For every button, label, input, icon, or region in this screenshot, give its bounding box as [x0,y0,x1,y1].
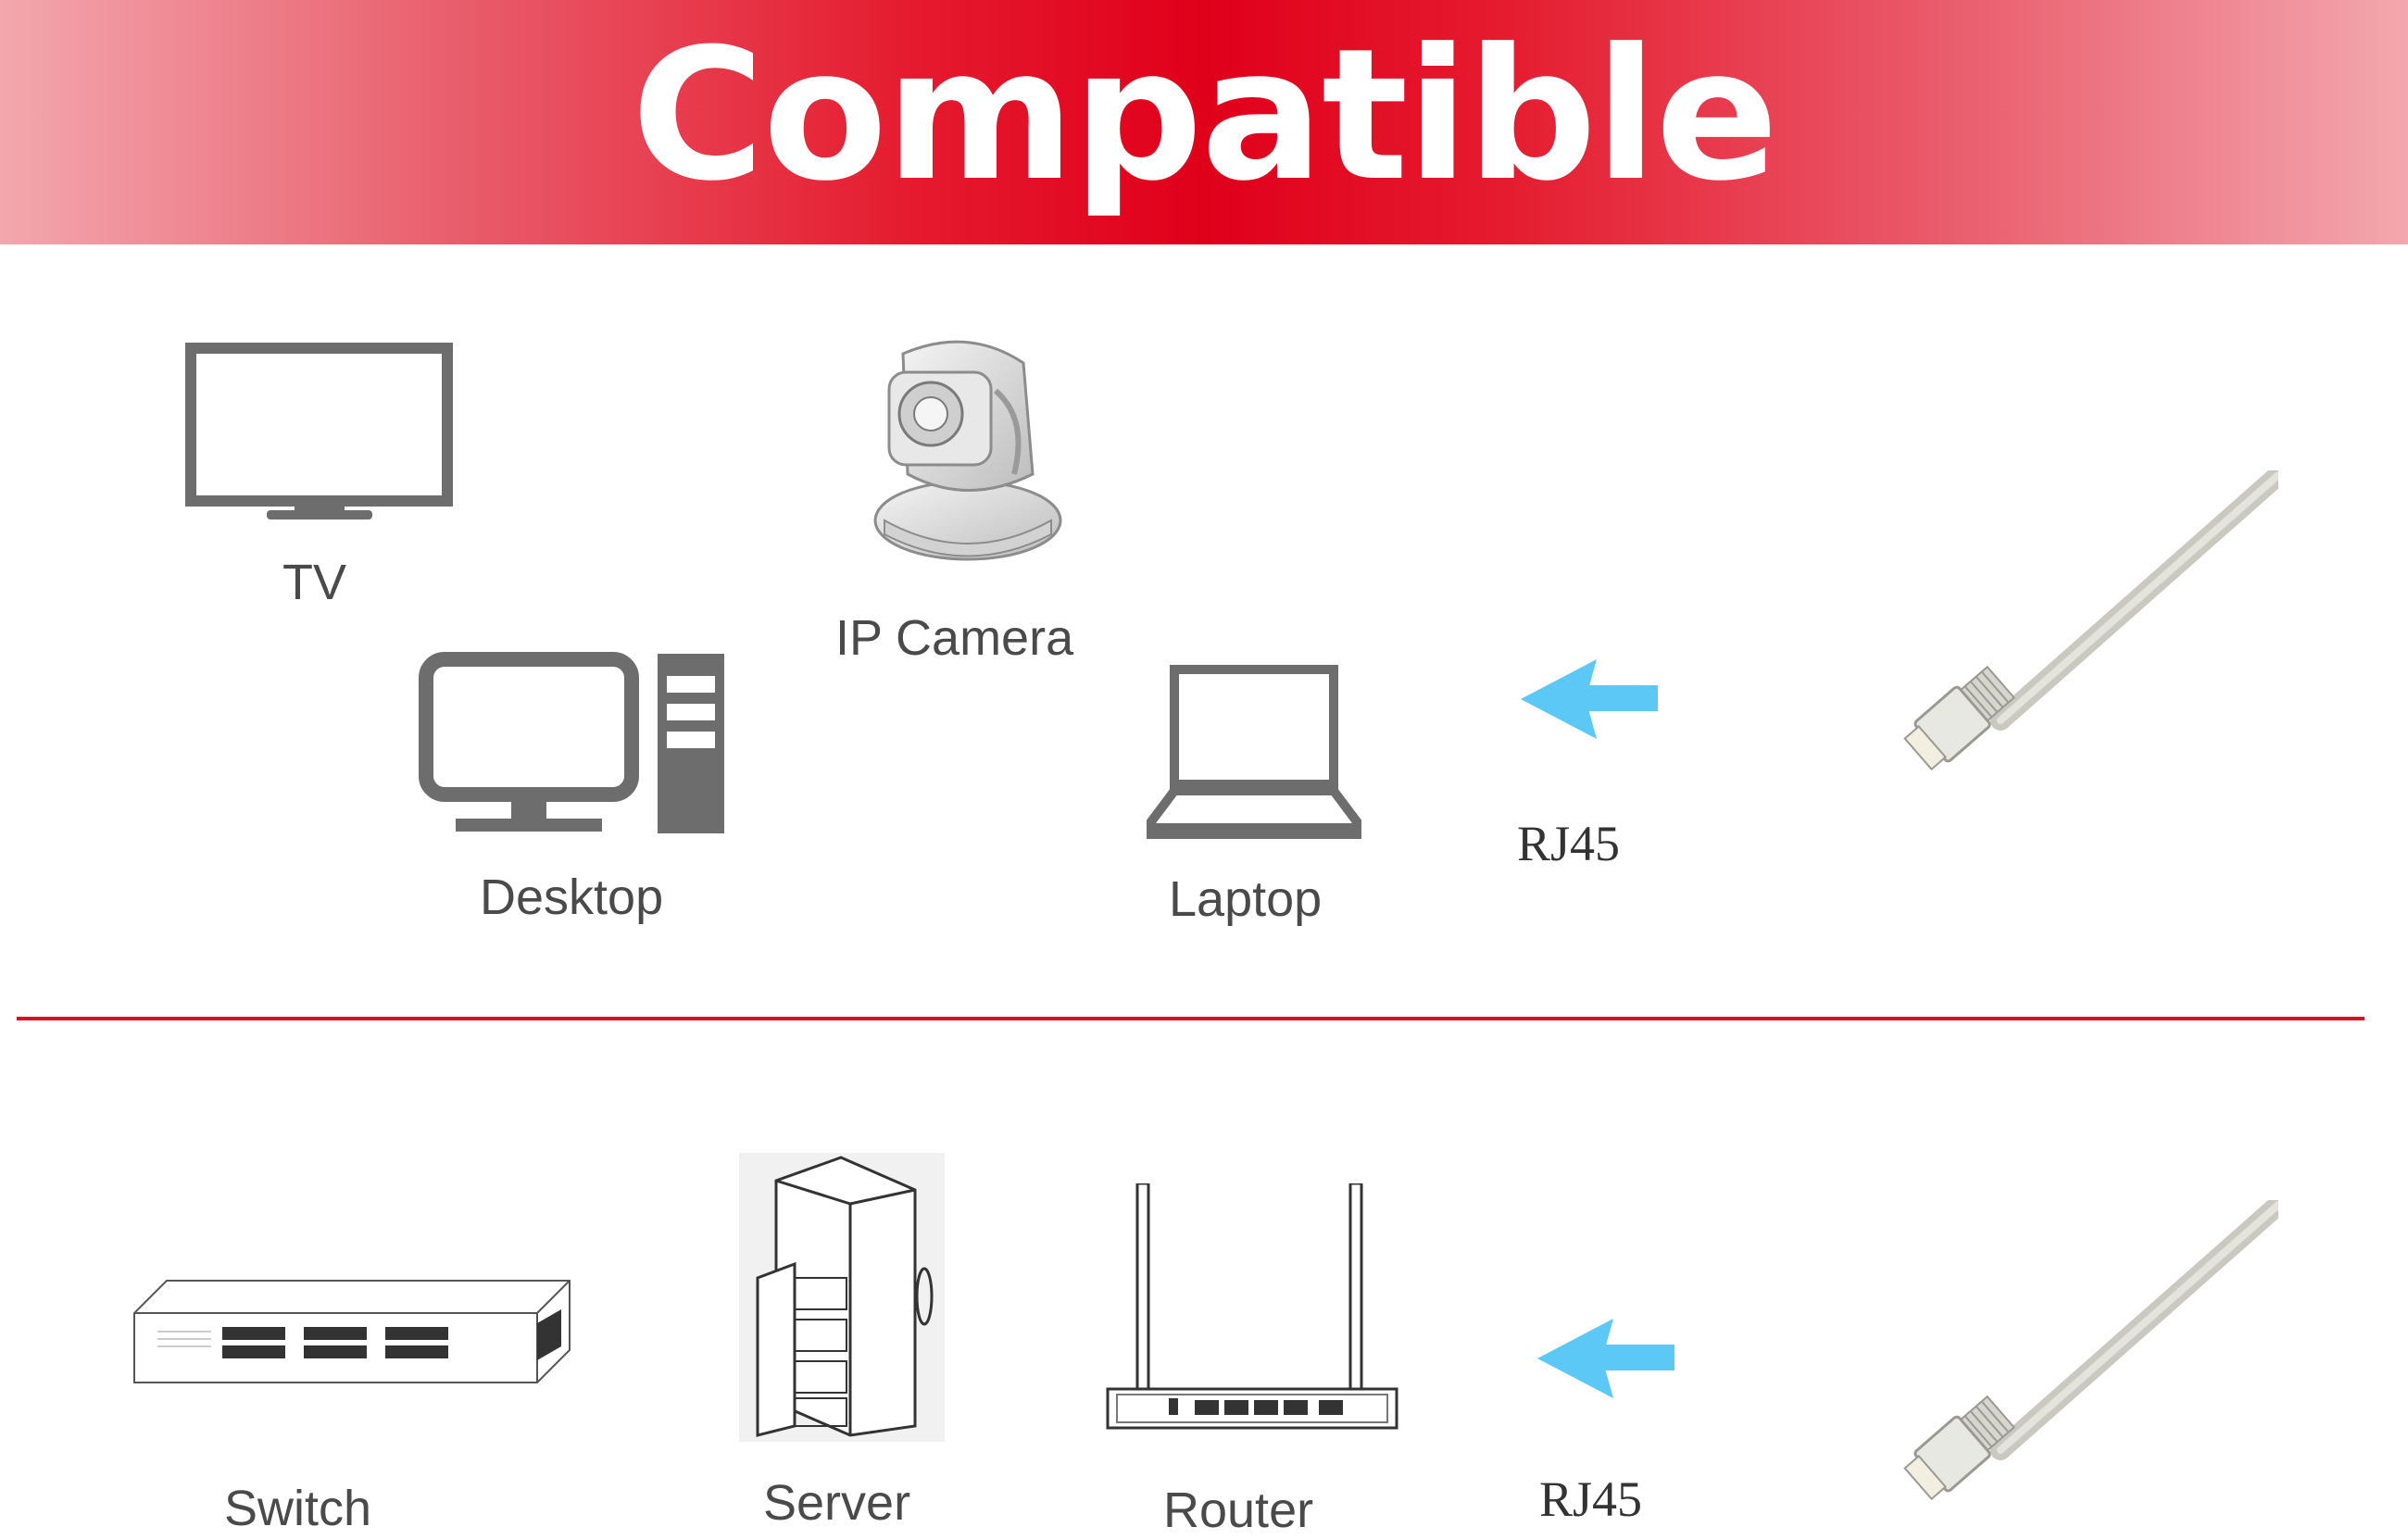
ip-camera-label: IP Camera [835,610,1074,666]
rj45-label-bottom: RJ45 [1539,1471,1643,1527]
server-rack-icon [739,1153,945,1442]
rj45-label-top: RJ45 [1517,816,1621,871]
ethernet-cable-icon [1903,470,2278,771]
router-icon [1106,1183,1398,1430]
switch-label: Switch [224,1481,372,1536]
title-banner [0,0,2408,244]
switch-icon [133,1280,571,1383]
ip-camera-icon [873,340,1062,561]
tv-label: TV [282,555,347,610]
tv-icon [185,343,453,519]
laptop-label: Laptop [1169,871,1323,927]
section-divider [17,1017,2364,1020]
desktop-icon [419,652,724,833]
server-label: Server [763,1475,911,1531]
ethernet-cable-icon [1903,1200,2278,1501]
laptop-icon [1147,665,1361,839]
desktop-label: Desktop [480,870,664,925]
page-title: Compatible [631,10,1779,221]
router-label: Router [1163,1483,1314,1538]
arrow-left-icon [1537,1319,1674,1398]
arrow-left-icon [1521,659,1658,739]
